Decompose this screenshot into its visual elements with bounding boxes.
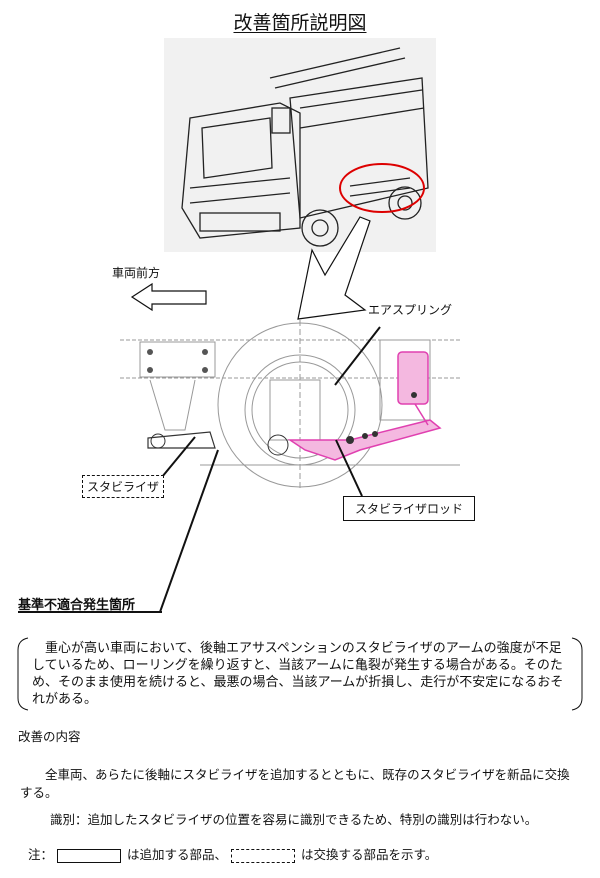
- front-arrow-icon: [130, 282, 207, 312]
- air-spring-label: エアスプリング: [368, 303, 453, 317]
- pointer-arrow: [297, 216, 371, 320]
- added-part-swatch: [57, 848, 122, 863]
- description-box: 重心が高い車両において、後軸エアサスペンションのスタビライザのアームの強度が不足…: [14, 636, 586, 712]
- identification-text: 識別：追加したスタビライザの位置を容易に識別できるため、特別の識別は行わない。: [50, 812, 538, 827]
- highlight-circle: [339, 163, 425, 213]
- defect-description: 重心が高い車両において、後軸エアサスペンションのスタビライザのアームの強度が不足…: [32, 641, 564, 707]
- note-prefix: 注：: [28, 847, 54, 862]
- replaced-part-swatch: [231, 848, 296, 863]
- improvement-body: 全車両、あらたに後軸にスタビライザを追加するとともに、既存のスタビライザを新品に…: [20, 767, 570, 800]
- improvement-heading: 改善の内容: [18, 729, 81, 744]
- defect-location-label: 基準不適合発生箇所: [18, 598, 136, 613]
- stabilizer-rod-label: スタビライザロッド: [343, 496, 475, 521]
- page-title: 改善箇所説明図: [233, 12, 367, 34]
- note-added: は追加する部品、: [127, 847, 228, 862]
- bracket-frame: [17, 637, 583, 711]
- note-replaced: は交換する部品を示す。: [301, 847, 438, 862]
- front-label: 車両前方: [112, 266, 161, 280]
- suspension-diagram: [120, 320, 460, 490]
- legend-note: 注： は追加する部品、 は交換する部品を示す。: [28, 846, 437, 864]
- stabilizer-rod-highlight: [287, 351, 442, 461]
- truck-illustration: [164, 38, 436, 252]
- stabilizer-label: スタビライザ: [82, 475, 165, 498]
